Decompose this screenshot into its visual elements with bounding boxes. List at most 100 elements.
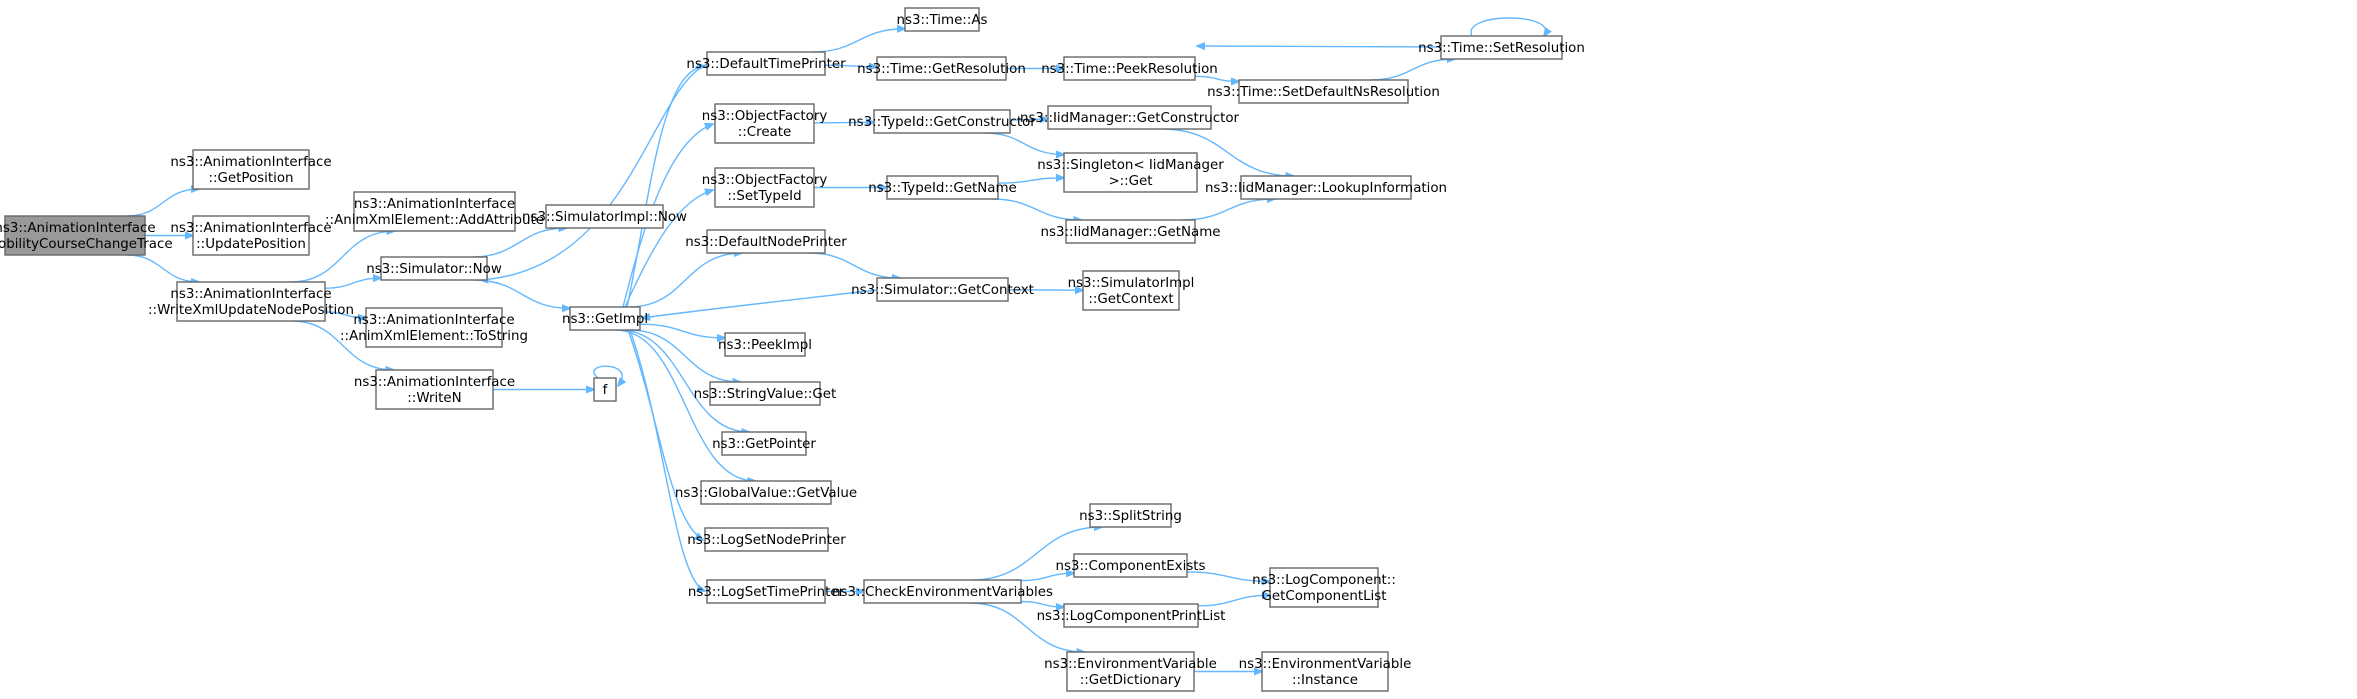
node-root[interactable]: ns3::AnimationInterface::MobilityCourseC…	[0, 215, 173, 256]
node-timegetres[interactable]: ns3::Time::GetResolution	[857, 56, 1026, 81]
edge-checkenv-to-envgetdict	[969, 602, 1085, 652]
node-label: ns3::CheckEnvironmentVariables	[832, 585, 1053, 600]
edge-compexists-to-getcomplist	[1186, 571, 1270, 582]
node-setdefns[interactable]: ns3::Time::SetDefaultNsResolution	[1207, 79, 1440, 104]
node-box	[714, 167, 815, 208]
node-label: ::Instance	[1292, 673, 1358, 688]
node-box	[721, 431, 807, 456]
node-label: ns3::ObjectFactory	[702, 109, 828, 124]
edge-ofcreate-to-tidgetctor	[813, 122, 874, 123]
node-compexists[interactable]: ns3::ComponentExists	[1055, 553, 1206, 578]
node-splitstr[interactable]: ns3::SplitString	[1079, 503, 1182, 528]
edge-getimpl-to-defnode	[628, 253, 742, 308]
node-setres[interactable]: ns3::Time::SetResolution	[1418, 35, 1585, 60]
node-tidgetctor[interactable]: ns3::TypeId::GetConstructor	[848, 109, 1036, 134]
node-tidgetname[interactable]: ns3::TypeId::GetName	[868, 175, 1017, 200]
node-updpos[interactable]: ns3::AnimationInterface::UpdatePosition	[170, 215, 332, 256]
node-label: ns3::Singleton< IidManager	[1037, 158, 1224, 173]
node-label: ns3::EnvironmentVariable	[1044, 657, 1217, 672]
node-label: ns3::LogComponentPrintList	[1037, 609, 1226, 624]
node-label: ns3::SimulatorImpl::Now	[522, 210, 687, 225]
edge-simctx-to-getimpl	[642, 289, 878, 318]
edge-getimpl-to-deftime	[626, 66, 705, 308]
node-label: ::GetDictionary	[1080, 673, 1182, 688]
node-label: ::MobilityCourseChangeTrace	[0, 237, 173, 252]
node-peekimpl[interactable]: ns3::PeekImpl	[718, 332, 812, 357]
edge-setdefns-to-setres	[1369, 59, 1455, 81]
node-box	[1073, 553, 1188, 578]
node-box	[192, 215, 310, 256]
node-strval[interactable]: ns3::StringValue::Get	[694, 381, 837, 406]
node-peekres[interactable]: ns3::Time::PeekResolution	[1041, 56, 1218, 81]
edge-wxml-to-tostring	[324, 311, 366, 318]
node-writen[interactable]: ns3::AnimationInterface::WriteN	[354, 369, 515, 410]
node-singleton[interactable]: ns3::Singleton< IidManager >::Get	[1037, 152, 1224, 193]
node-box	[904, 7, 980, 32]
node-getcomplist[interactable]: ns3::LogComponent::GetComponentList	[1252, 567, 1396, 608]
node-label: ::AnimXmlElement::AddAttribute	[325, 213, 544, 228]
node-box	[569, 306, 641, 331]
node-simctx[interactable]: ns3::Simulator::GetContext	[851, 277, 1034, 302]
node-ofsettid[interactable]: ns3::ObjectFactory::SetTypeId	[702, 167, 828, 208]
edge-deftime-to-timeas	[811, 29, 905, 53]
node-envinst[interactable]: ns3::EnvironmentVariable::Instance	[1239, 651, 1412, 692]
node-iidgetctor[interactable]: ns3::IidManager::GetConstructor	[1020, 105, 1240, 130]
node-lognode[interactable]: ns3::LogSetNodePrinter	[687, 527, 846, 552]
node-addattr[interactable]: ns3::AnimationInterface::AnimXmlElement:…	[325, 191, 544, 232]
node-box	[365, 307, 503, 348]
node-simimplnow[interactable]: ns3::SimulatorImpl::Now	[522, 204, 687, 229]
node-iidgetname[interactable]: ns3::IidManager::GetName	[1040, 219, 1221, 244]
node-ofcreate[interactable]: ns3::ObjectFactory::Create	[702, 103, 828, 144]
node-box	[1238, 79, 1409, 104]
node-label: ns3::AnimationInterface	[170, 221, 331, 236]
node-deftime[interactable]: ns3::DefaultTimePrinter	[686, 51, 846, 76]
node-timeas[interactable]: ns3::Time::As	[897, 7, 988, 32]
node-getimpl[interactable]: ns3::GetImpl	[562, 306, 648, 331]
node-label: ::GetPosition	[208, 171, 293, 186]
edge-checkenv-to-compexists	[1020, 573, 1074, 582]
edge-peekres-to-setdefns	[1194, 75, 1239, 81]
node-label: ns3::AnimationInterface	[170, 287, 331, 302]
node-box	[593, 377, 617, 402]
node-label: ns3::AnimationInterface	[170, 155, 331, 170]
node-label: ns3::TypeId::GetName	[868, 181, 1017, 196]
edge-getimpl-to-getptr	[619, 329, 750, 432]
node-box	[192, 149, 310, 190]
node-getpos[interactable]: ns3::AnimationInterface::GetPosition	[170, 149, 332, 190]
node-box	[709, 381, 821, 406]
edge-tidgetctor-to-singleton	[984, 132, 1065, 155]
edge-simnow-to-simimplnow	[471, 228, 567, 258]
node-simimplctx[interactable]: ns3::SimulatorImpl::GetContext	[1068, 270, 1195, 311]
nodes-layer: ns3::AnimationInterface::MobilityCourseC…	[0, 7, 1585, 692]
node-getptr[interactable]: ns3::GetPointer	[712, 431, 816, 456]
node-f[interactable]: f	[593, 377, 617, 402]
node-label: ::UpdatePosition	[196, 237, 306, 252]
node-simnow[interactable]: ns3::Simulator::Now	[366, 256, 502, 281]
node-box	[876, 56, 1007, 81]
node-box	[704, 527, 829, 552]
edge-tidgetname-to-singleton	[997, 178, 1064, 184]
edge-getimpl-to-ofcreate	[622, 124, 713, 308]
node-tostring[interactable]: ns3::AnimationInterface::AnimXmlElement:…	[340, 307, 528, 348]
edge-deftime-to-simnow	[480, 63, 708, 280]
node-gvget[interactable]: ns3::GlobalValue::GetValue	[675, 480, 857, 505]
node-box	[1063, 56, 1196, 81]
node-label: ::Create	[738, 125, 792, 140]
node-box	[714, 103, 815, 144]
node-box	[1047, 105, 1212, 130]
node-box	[863, 579, 1022, 604]
node-label: ns3::TypeId::GetConstructor	[848, 115, 1036, 130]
node-defnode[interactable]: ns3::DefaultNodePrinter	[685, 229, 847, 254]
node-logcomplist[interactable]: ns3::LogComponentPrintList	[1037, 603, 1226, 628]
edge-deftime-to-timegetres	[824, 65, 877, 67]
node-label: ns3::AnimationInterface	[354, 375, 515, 390]
edge-setres-to-peekres	[1197, 46, 1442, 47]
node-box	[545, 204, 664, 229]
edge-logcomplist-to-getcomplist	[1197, 595, 1270, 607]
node-lookupinfo[interactable]: ns3::IidManager::LookupInformation	[1205, 175, 1447, 200]
node-envgetdict[interactable]: ns3::EnvironmentVariable::GetDictionary	[1044, 651, 1217, 692]
node-wxml[interactable]: ns3::AnimationInterface::WriteXmlUpdateN…	[148, 281, 354, 322]
node-logtime[interactable]: ns3::LogSetTimePrinter	[688, 579, 845, 604]
node-label: ns3::Time::GetResolution	[857, 62, 1026, 77]
node-checkenv[interactable]: ns3::CheckEnvironmentVariables	[832, 579, 1053, 604]
